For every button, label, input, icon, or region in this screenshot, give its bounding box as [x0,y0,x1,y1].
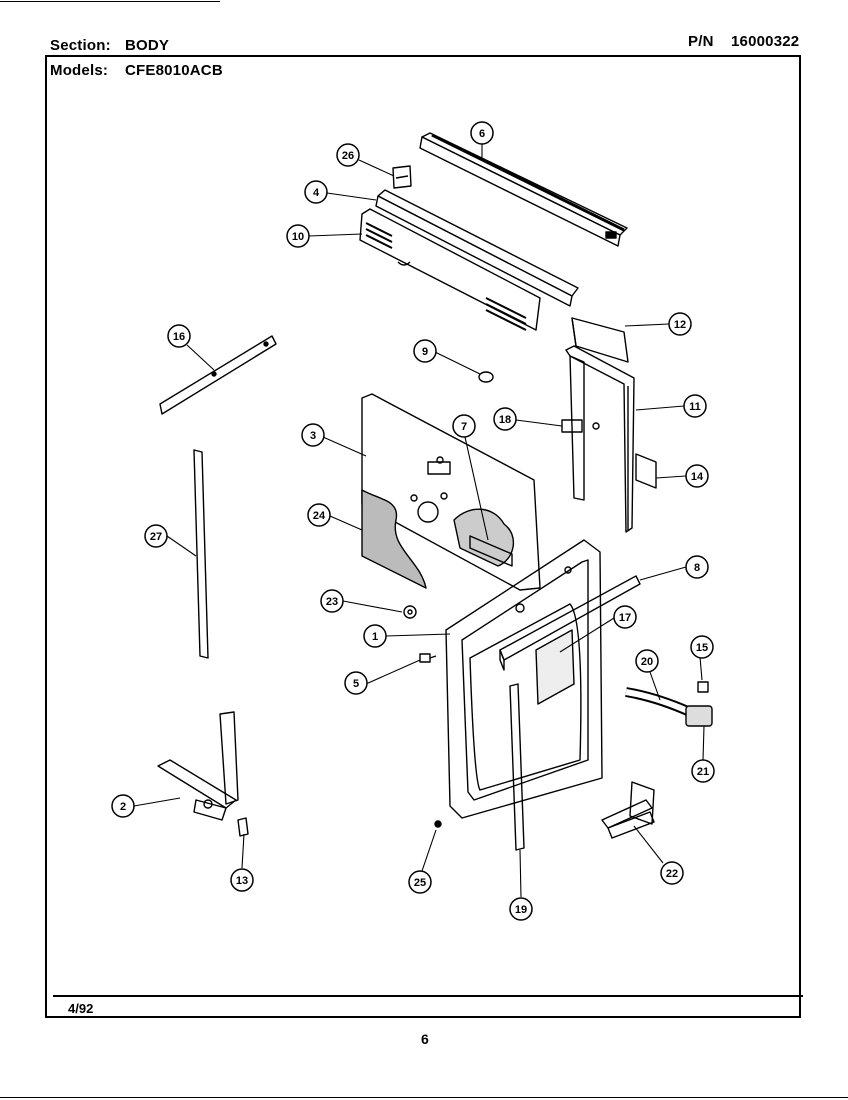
callout-22: 22 [660,861,684,885]
svg-text:21: 21 [697,766,709,778]
callout-8: 8 [685,555,709,579]
part-hinge [157,711,249,837]
svg-text:27: 27 [150,531,162,543]
callout-14: 14 [685,464,709,488]
svg-text:2: 2 [120,801,126,813]
part-hose [625,687,693,717]
svg-text:16: 16 [173,331,185,343]
part-vertical-strip [193,449,209,659]
svg-text:4: 4 [313,187,320,199]
svg-text:13: 13 [236,875,248,887]
part-valve [685,681,713,727]
svg-text:26: 26 [342,150,354,162]
callout-7: 7 [452,414,476,438]
part-insulation [361,489,515,589]
callout-12: 12 [668,312,692,336]
part-clip [392,165,412,189]
part-side-channel [565,345,635,533]
part-flat-strip [159,335,277,415]
callout-23: 23 [320,589,344,613]
callout-15: 15 [690,635,714,659]
footer-divider [53,995,803,997]
svg-text:23: 23 [326,596,338,608]
svg-text:17: 17 [619,612,631,624]
callout-3: 3 [301,423,325,447]
part-top-rail [375,189,579,307]
callout-11: 11 [683,394,707,418]
svg-text:9: 9 [422,346,428,358]
callout-2: 2 [111,794,135,818]
svg-text:14: 14 [691,471,704,483]
svg-text:10: 10 [292,231,304,243]
svg-text:6: 6 [479,128,485,140]
callout-18: 18 [493,407,517,431]
pn-value: 16000322 [731,33,800,50]
section-value: BODY [125,37,170,54]
models-value: CFE8010ACB [125,62,223,79]
svg-text:19: 19 [515,904,527,916]
part-corner-cap [571,317,629,363]
part-door-strip [509,683,525,851]
callout-24: 24 [307,503,331,527]
part-small-plate [535,629,575,705]
svg-text:20: 20 [641,656,653,668]
callout-25: 25 [408,870,432,894]
callout-1: 1 [363,624,387,648]
svg-text:11: 11 [689,401,701,413]
diagram-frame [45,55,801,1018]
part-grommet [403,605,417,619]
callout-17: 17 [613,605,637,629]
svg-text:8: 8 [694,562,700,574]
svg-text:12: 12 [674,319,686,331]
svg-text:25: 25 [414,877,426,889]
svg-text:15: 15 [696,642,708,654]
callout-5: 5 [344,671,368,695]
part-floor-bracket [601,781,655,839]
callout-13: 13 [230,868,254,892]
svg-text:1: 1 [372,631,378,643]
svg-text:7: 7 [461,421,467,433]
pn-label: P/N [688,33,714,50]
callout-20: 20 [635,649,659,673]
svg-text:18: 18 [499,414,511,426]
part-cross-brace [499,575,641,671]
callout-21: 21 [691,759,715,783]
models-label: Models: [50,62,109,79]
part-side-bracket [635,453,657,489]
part-small-screw [434,820,442,828]
page-number: 6 [421,1031,429,1047]
callout-9: 9 [413,339,437,363]
callout-26: 26 [336,143,360,167]
bottom-edge-rule [0,1097,848,1098]
callout-27: 27 [144,524,168,548]
revision-date: 4/92 [68,1001,94,1016]
section-label: Section: [50,37,111,54]
callout-6: 6 [470,121,494,145]
callout-19: 19 [509,897,533,921]
callout-10: 10 [286,224,310,248]
svg-text:22: 22 [666,868,678,880]
part-knob [478,371,494,383]
svg-text:5: 5 [353,678,359,690]
callout-4: 4 [304,180,328,204]
svg-text:3: 3 [310,430,316,442]
part-vent-panel [359,208,541,331]
svg-text:24: 24 [313,510,326,522]
part-trim-strip [419,132,628,247]
top-edge-rule [0,1,220,2]
callout-16: 16 [167,324,191,348]
part-screw [419,653,437,663]
